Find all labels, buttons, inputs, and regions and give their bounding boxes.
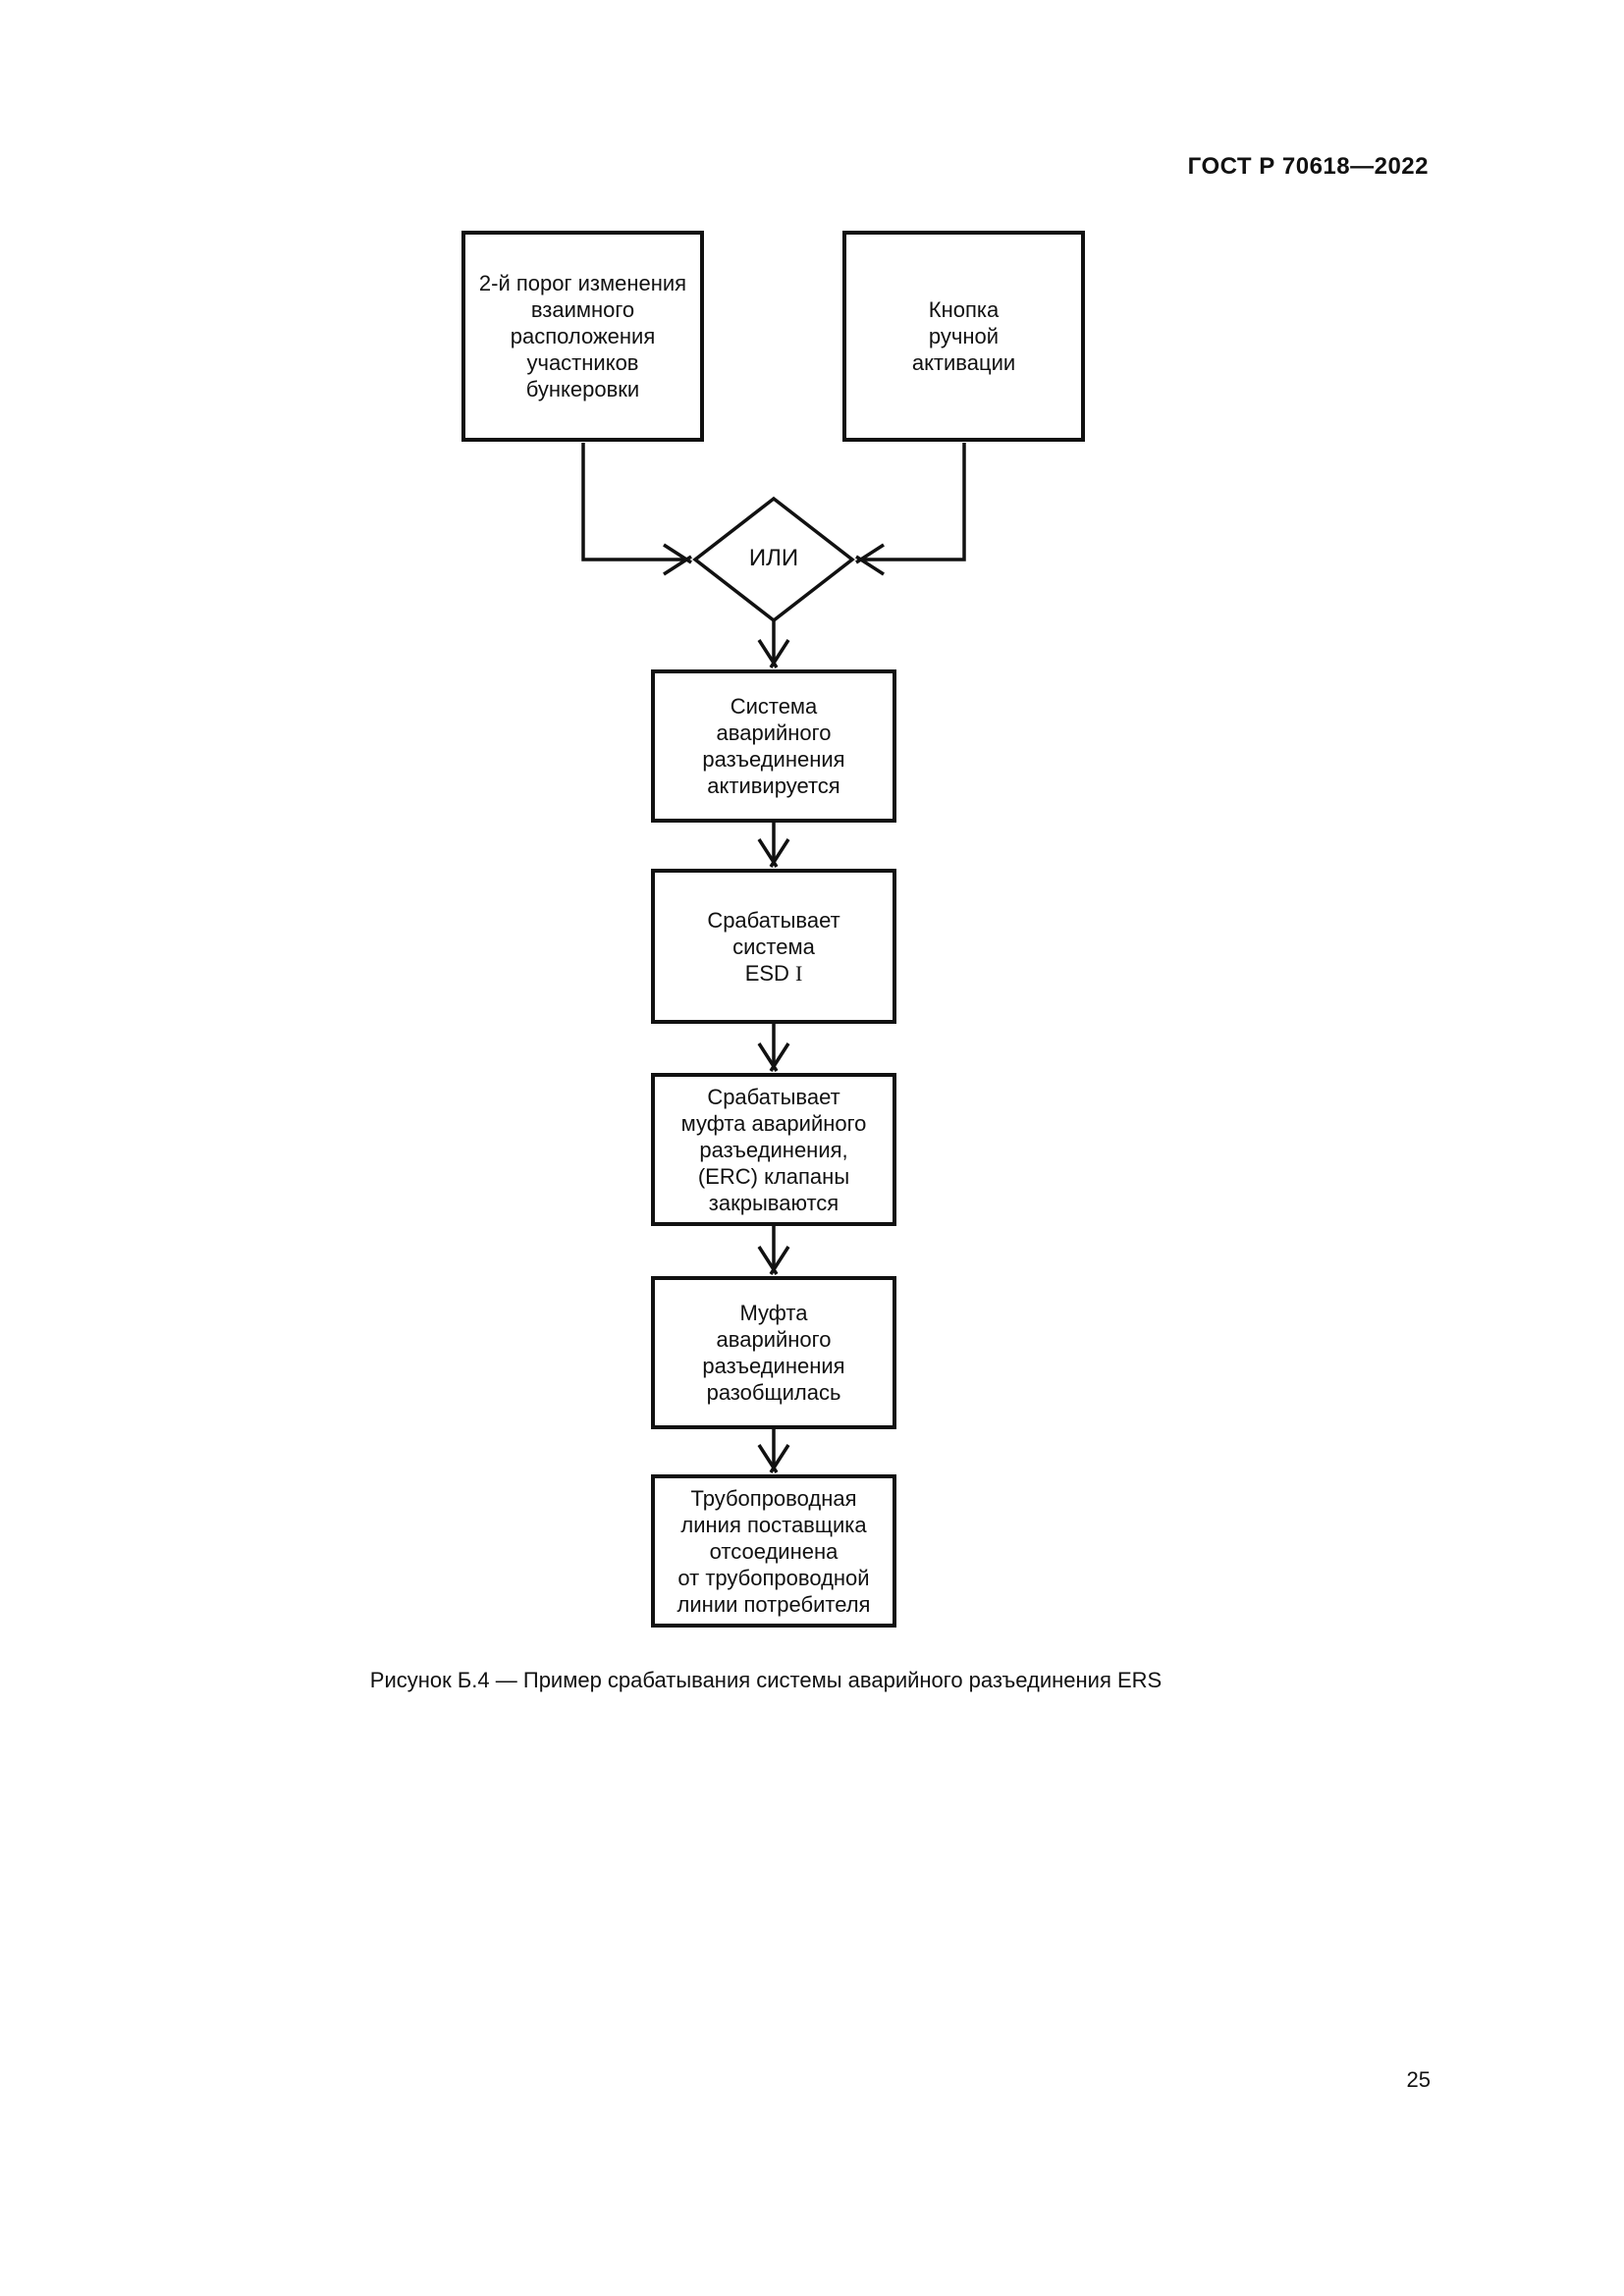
flow-box-second-threshold-text: 2-й порог изменения взаимного расположен… [478,271,687,401]
connector-threshold-to-or [581,443,692,576]
page-number: 25 [1406,2067,1431,2092]
flow-box-manual-activation-button: Кнопка ручной активации [842,231,1085,442]
flow-box-pipeline-disconnected: Трубопроводная линия поставщика отсоедин… [651,1474,896,1628]
connector-manual-to-or [855,443,966,576]
figure-caption: Рисунок Б.4 — Пример срабатывания систем… [369,1668,1163,1692]
flow-box-esd1-text: Срабатывает система ESD I [707,907,840,986]
flow-box-coupling-disengaged: Муфта аварийного разъединения разобщилас… [651,1276,896,1429]
flow-box-second-threshold: 2-й порог изменения взаимного расположен… [461,231,704,442]
flow-box-erc-valves-text: Срабатывает муфта аварийного разъединени… [680,1084,867,1215]
document-standard-number: ГОСТ Р 70618—2022 [1187,153,1429,180]
flow-box-esd1-triggers: Срабатывает система ESD I [651,869,896,1024]
or-gate-label: ИЛИ [748,545,799,571]
flow-box-manual-activation-text: Кнопка ручной активации [911,297,1016,375]
flow-box-erc-valves-close: Срабатывает муфта аварийного разъединени… [651,1073,896,1226]
flow-box-ers-activated: Система аварийного разъединения активиру… [651,669,896,823]
flow-box-pipeline-disconnected-text: Трубопроводная линия поставщика отсоедин… [677,1485,871,1617]
flow-box-ers-activated-text: Система аварийного разъединения активиру… [702,694,845,798]
flow-box-coupling-disengaged-text: Муфта аварийного разъединения разобщилас… [702,1301,845,1405]
roman-numeral-one: I [794,960,803,986]
